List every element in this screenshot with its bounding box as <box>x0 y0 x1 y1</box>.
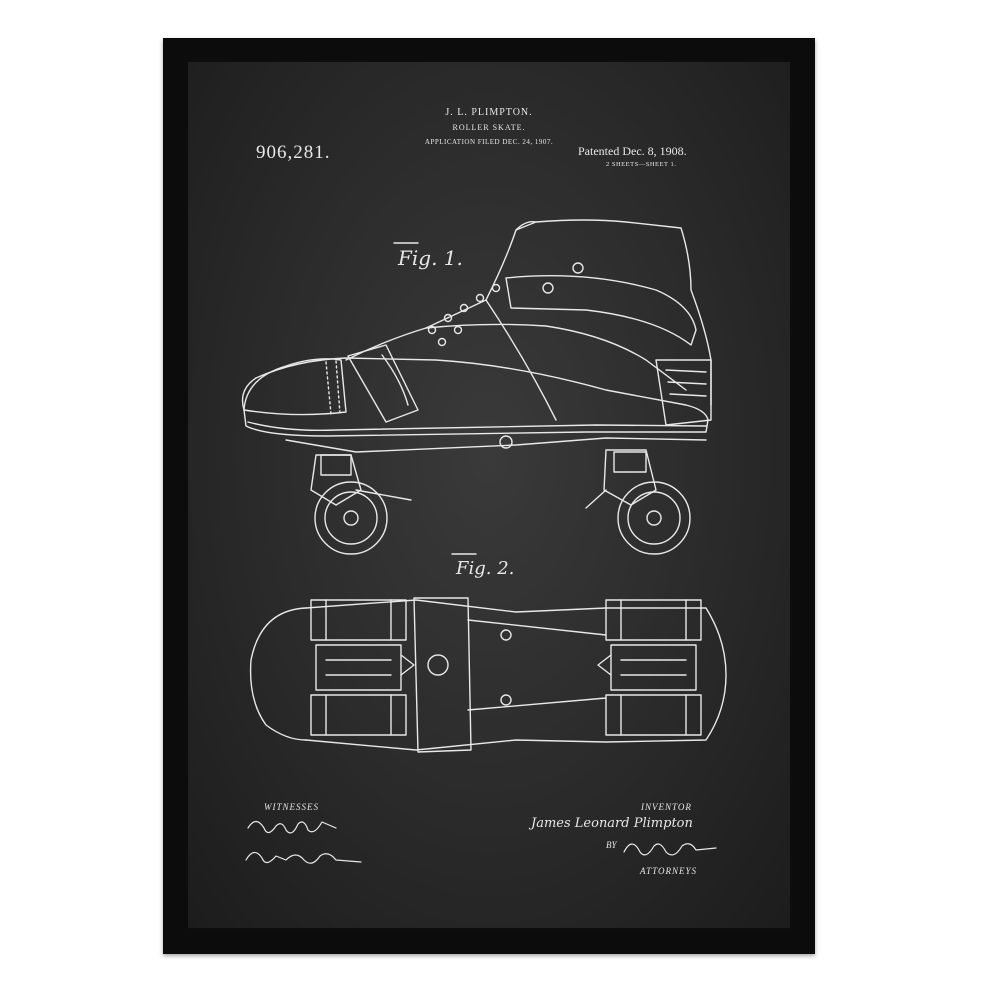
attorney-signature-stroke <box>623 843 717 856</box>
fig1-rear-truck-block <box>613 451 647 473</box>
by-label: BY <box>606 840 617 850</box>
fig1-rear-truck <box>603 449 657 506</box>
fig1-sole-edge <box>247 421 707 432</box>
fig2-label: Fig. 2. <box>455 558 514 579</box>
fig2-toe-outline <box>249 607 307 741</box>
fig1-rear-arm <box>585 489 607 509</box>
fig2-front-axle-block <box>315 644 402 691</box>
header-inventor: J. L. PLIMPTON. <box>445 107 533 118</box>
fig1-eyelet <box>427 325 437 335</box>
fig2-sole-outline <box>305 599 727 751</box>
fig2-front-kingpin <box>400 654 415 676</box>
patent-poster: 906,281. J. L. PLIMPTON. ROLLER SKATE. A… <box>186 60 792 930</box>
fig1-heel-clamp <box>655 359 712 426</box>
poster-border <box>186 60 792 930</box>
witness-signature-1 <box>247 820 337 834</box>
fig2-rear-axle-lines <box>620 659 687 676</box>
fig1-strap-rivet <box>542 282 554 294</box>
witness-signature-2 <box>245 851 362 864</box>
fig1-front-wheel <box>314 481 388 555</box>
inventor-signature: James Leonard Plimpton <box>531 816 693 831</box>
fig1-eyelet <box>437 337 447 347</box>
sheets-note: 2 SHEETS—SHEET 1. <box>606 161 677 168</box>
fig1-rear-wheel-hub <box>646 510 662 526</box>
fig1-toe-strap <box>347 344 419 423</box>
fig1-plate <box>285 437 707 453</box>
fig2-rear-axle-block <box>610 644 697 691</box>
fig1-upper-seam <box>425 323 687 391</box>
witnesses-label: WITNESSES <box>264 802 319 812</box>
fig2-plate-rails <box>467 619 607 711</box>
fig1-eyelet <box>453 325 463 335</box>
inventor-label: INVENTOR <box>641 802 692 812</box>
fig1-label: Fig. 1. <box>397 246 463 270</box>
fig1-upper-fold <box>485 299 557 421</box>
fig2-front-wheel-bottom <box>310 694 407 736</box>
fig2-rear-wheel-bottom <box>605 694 702 736</box>
patented-date: Patented Dec. 8, 1908. <box>578 144 687 158</box>
fig1-upper <box>345 219 712 406</box>
fig1-plate-bolt <box>499 435 513 449</box>
attorneys-label: ATTORNEYS <box>640 866 698 876</box>
fig1-eyelet <box>475 293 485 303</box>
fig1-front-truck-block <box>320 454 352 476</box>
fig2-plate-rivet <box>500 694 512 706</box>
fig2-front-axle-lines <box>325 659 392 676</box>
fig2-center-plate <box>413 597 472 753</box>
witness-signatures <box>245 820 362 864</box>
fig2-rear-kingpin <box>597 654 612 676</box>
fig1-strap-buckle <box>572 262 584 274</box>
fig1-eyelet <box>443 313 453 323</box>
header-application-filed: APPLICATION FILED DEC. 24, 1907. <box>424 138 554 146</box>
fig1-front-wheel-inner <box>324 491 378 545</box>
fig1-rear-wheel-inner <box>627 491 681 545</box>
fig1-sole <box>241 357 709 437</box>
fig1-ankle-strap <box>505 275 697 346</box>
fig2-front-wheel-top <box>310 599 407 641</box>
fig1-eyelet <box>459 303 469 313</box>
fig1-heel-clamp-lines <box>665 369 707 397</box>
header-title: ROLLER SKATE. <box>452 123 526 132</box>
patent-number: 906,281. <box>256 142 331 163</box>
fig1-skate-side-view: Fig. 1. <box>241 219 712 555</box>
attorney-signature <box>623 843 717 856</box>
fig2-skate-bottom-view: Fig. 2. <box>249 553 727 753</box>
fig1-toe-strap-slot <box>381 354 409 406</box>
fig1-eyelet <box>491 283 501 293</box>
fig1-toe-stitching <box>325 360 341 415</box>
fig1-front-arm <box>355 489 412 501</box>
fig2-center-bolt <box>427 654 449 676</box>
fig2-plate-rivet <box>500 629 512 641</box>
fig1-toe-cap <box>243 358 347 416</box>
fig1-front-wheel-hub <box>343 510 359 526</box>
fig1-rear-wheel <box>617 481 691 555</box>
fig2-rear-wheel-top <box>605 599 702 641</box>
patent-drawing: Fig. 1. <box>241 219 727 864</box>
fig1-collar <box>515 220 537 231</box>
